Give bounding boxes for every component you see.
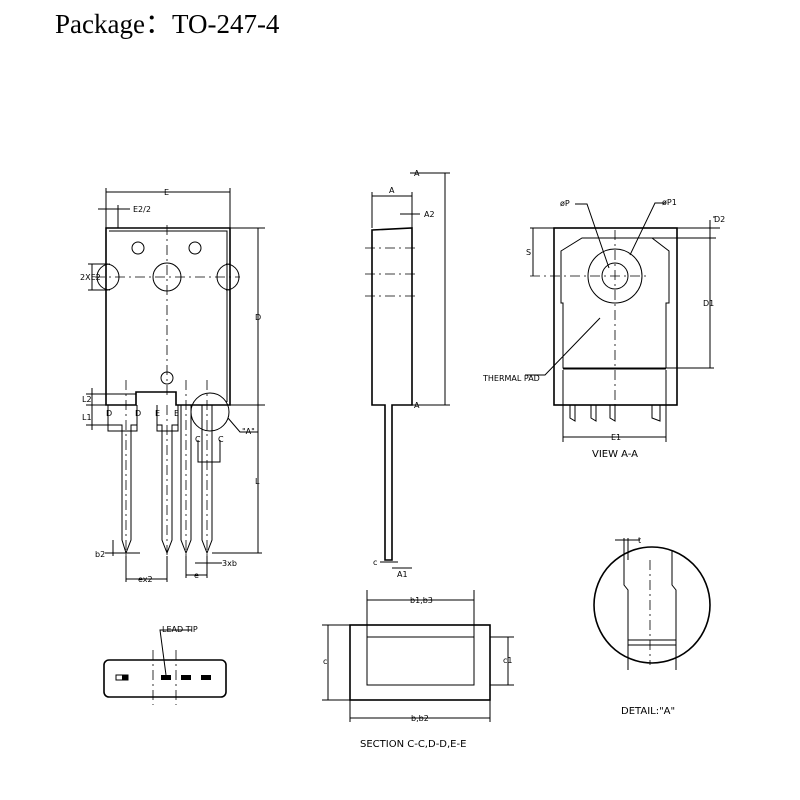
small-hole (131, 241, 145, 255)
package-title: Package：TO-247-4 (55, 9, 280, 39)
dim-e1: E1 (611, 433, 621, 442)
thermal-pad-label: THERMAL PAD (482, 374, 540, 383)
dim-l: L (255, 477, 260, 486)
dim-a-total: A (414, 169, 420, 178)
dim-e-pitch: e (194, 571, 199, 580)
dim-s: S (526, 248, 531, 257)
dim-d: D (255, 313, 261, 322)
dim-b-b2: b,b2 (411, 714, 429, 723)
section-mark-c: C (218, 435, 224, 444)
dim-c: c (373, 558, 377, 567)
dim-phi-p: øP (560, 199, 570, 208)
dim-e2-half: E2/2 (133, 205, 151, 214)
lead-tip-label: LEAD TIP (162, 625, 198, 634)
dim-e: E (164, 188, 169, 197)
dim-3xb: 3xb (222, 559, 237, 568)
section-mark-e: E (155, 409, 160, 418)
dim-ex2: ex2 (138, 575, 153, 584)
view-a-a: øP øP1 D2 S D1 E1 THERMAL PAD VIEW A-A (482, 198, 725, 460)
small-hole (188, 241, 202, 255)
dim-c1: c1 (503, 656, 513, 665)
dim-d1: D1 (703, 299, 714, 308)
view-a-a-label: VIEW A-A (592, 449, 638, 460)
section-mark-d: D (135, 409, 141, 418)
dim-t: t (638, 536, 641, 545)
detail-a-view: t DETAIL:"A" (593, 536, 711, 717)
thermal-pad-outline (560, 237, 670, 369)
section-label: SECTION C-C,D-D,E-E (360, 739, 466, 750)
dim-phi-p1: øP1 (662, 198, 677, 207)
front-body (105, 227, 231, 406)
back-body (553, 227, 678, 406)
dim-2xe2: 2XE2 (80, 273, 101, 282)
dim-b1-b3: b1,b3 (410, 596, 433, 605)
detail-a-ref: "A" (242, 427, 255, 436)
lead-tip-view: LEAD TIP (103, 625, 227, 705)
section-view: b1,b3 b,b2 c c1 SECTION C-C,D-D,E-E (322, 590, 514, 750)
detail-a-label: DETAIL:"A" (621, 706, 675, 717)
dim-c-section: c (323, 657, 327, 666)
dim-a2: A2 (424, 210, 435, 219)
section-mark-d: D (106, 409, 112, 418)
leads (107, 380, 213, 560)
dim-b2: b2 (95, 550, 105, 559)
dim-a1: A1 (397, 570, 408, 579)
dim-d2: D2 (714, 215, 725, 224)
section-mark-e: E (174, 409, 179, 418)
side-body (371, 227, 413, 561)
detail-a-circle (190, 392, 230, 432)
side-view: A A A2 A c A1 (365, 169, 450, 579)
dim-l1: L1 (82, 413, 92, 422)
dim-a: A (389, 186, 395, 195)
section-mark-c: C (195, 435, 201, 444)
section-mark-a: A (414, 401, 420, 410)
dim-l2: L2 (82, 395, 92, 404)
front-view: E E2/2 2XE2 D L2 L1 L b2 ex2 e 3xb "A" D… (80, 188, 265, 584)
